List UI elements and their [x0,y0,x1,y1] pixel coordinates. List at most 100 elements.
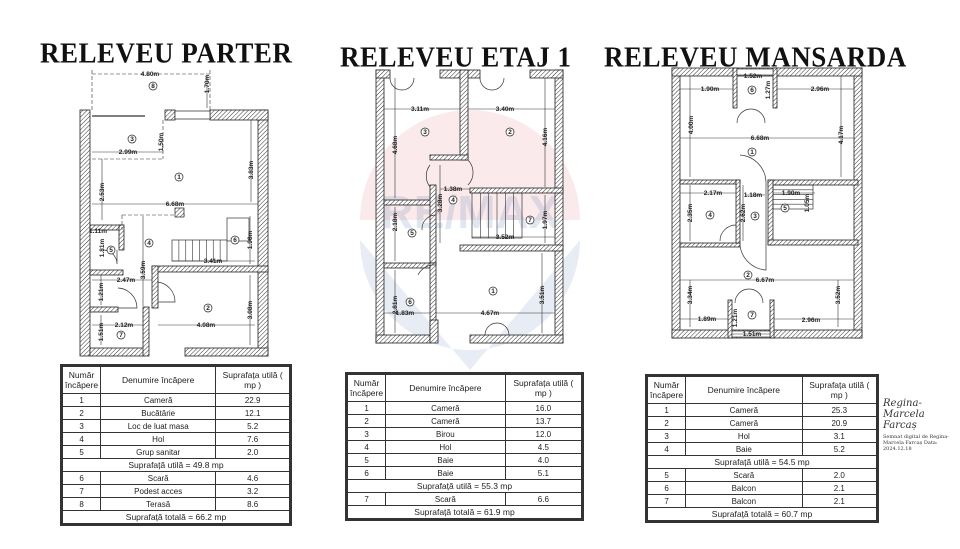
room-marker [127,134,137,144]
dimension-label: 1.05m [804,194,811,213]
subtotal-usable-area: Suprafață utilă = 49.8 mp [62,458,290,472]
dimension-label: 1.90m [782,190,801,197]
room-number: 1 [491,288,495,295]
room-number: 4 [346,440,387,454]
dimension-label: 3.08m [247,301,254,320]
room-number: 5 [61,445,102,459]
room-number: 1 [346,401,387,415]
room-name: Bucătărie [100,406,217,420]
room-number: 2 [346,414,387,428]
door [734,288,764,304]
dimension-label: 1.96m [247,231,254,250]
dimension-label: 3.52m [496,234,515,241]
room-number: 8 [151,83,155,90]
header-area: Suprafața utilă ( mp ) [801,376,878,404]
room-area: 2.0 [801,468,878,482]
wall [767,239,859,246]
room-area: 16.0 [504,401,583,415]
room-area: 13.7 [504,414,583,428]
wall [151,265,159,309]
header-area: Suprafața utilă ( mp ) [215,366,290,394]
wall [118,224,125,251]
room-name: Birou [385,427,506,441]
room-number: 8 [61,497,102,511]
door [417,264,437,276]
wall [767,179,859,186]
room-number: 3 [346,427,387,441]
dimension-label: 1.18m [744,192,763,199]
wall [209,109,269,121]
dimension-label: 2.81m [392,296,399,315]
dimension-label: 2.18m [392,213,399,232]
room-name: Podest acces [100,484,217,498]
room-name: Cameră [685,403,803,417]
dimension-label: 1.50m [158,133,165,152]
room-number: 3 [61,419,102,433]
room-area: 2.1 [801,481,878,495]
room-area: 5.2 [215,419,290,433]
door [102,249,118,265]
room-number: 5 [783,205,787,212]
room-marker [780,203,790,213]
header-number: Număr încăpere [346,374,387,402]
room-number: 4 [646,442,687,456]
dimension-label: 2.96m [802,317,821,324]
dimension-label: 3.41m [204,258,223,265]
room-area: 2.0 [215,445,290,459]
wall [79,109,91,357]
room-area: 12.1 [215,406,290,420]
room-marker [148,81,158,91]
dimension-label: 4.08m [197,322,216,329]
room-name: Hol [100,432,217,446]
door [719,224,737,242]
header-number: Număr încăpere [646,376,687,404]
room-name: Scară [685,468,803,482]
dimension-label: 3.52m [835,286,842,305]
dimension-label: 2.47m [117,277,136,284]
room-number: 5 [109,247,113,254]
dimension-label: 4.00m [688,116,695,135]
wall [459,69,469,161]
wall [164,109,176,121]
dimension-label: 2.62m [740,204,747,223]
wall [151,265,269,273]
room-number: 4 [451,197,455,204]
room-marker [420,127,430,137]
dimension-label: 6.68m [751,135,770,142]
room-area: 7.6 [215,432,290,446]
room-marker [407,228,417,238]
room-number: 5 [346,453,387,467]
room-area: 3.2 [215,484,290,498]
room-number: 2 [206,305,210,312]
room-number: 4 [708,212,712,219]
dimension-label: 2.12m [115,322,134,329]
room-number: 6 [233,237,237,244]
dimension-label: 4.68m [392,136,399,155]
header-number: Număr încăpere [61,366,102,394]
dimension-label: 6.68m [166,201,185,208]
wall [89,269,124,276]
signature-stamp: Semnat digital de Regina-Marcela Farcaș … [883,434,949,452]
wall [554,69,564,344]
room-name: Baie [385,466,506,480]
room-number: 2 [508,129,512,136]
door [117,287,138,309]
dimension-label: 1.83m [396,310,415,317]
room-number: 7 [61,484,102,498]
wall [89,306,119,313]
room-number: 7 [119,332,123,339]
floor-plan-parter: 4.80m1.70m1.50m2.99m3.83m2.53m6.68m1.11m… [79,70,269,357]
door [479,77,505,91]
room-name: Balcon [685,494,803,508]
room-name: Loc de luat masa [100,419,217,433]
dimension-label: 4.67m [481,310,500,317]
dimension-label: 3.83m [248,161,255,180]
